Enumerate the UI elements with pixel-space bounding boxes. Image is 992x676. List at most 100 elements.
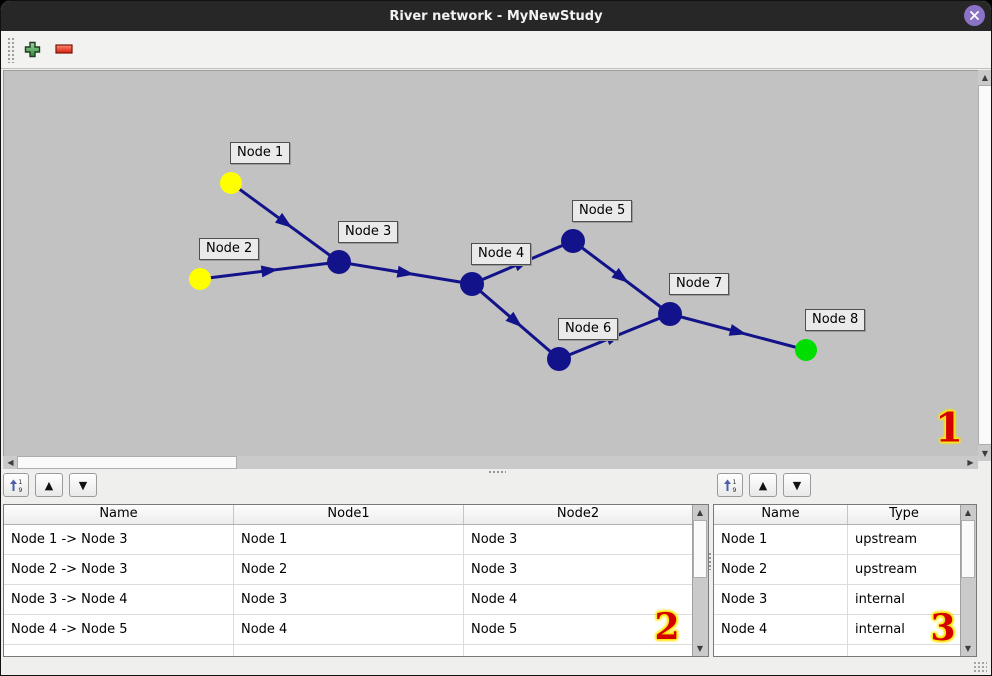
table-cell[interactable]: Node 3 (234, 585, 464, 615)
table-row[interactable] (714, 645, 961, 656)
table-cell[interactable]: Node 2 (714, 555, 848, 585)
red-minus-icon (55, 44, 73, 54)
node-label[interactable]: Node 2 (199, 238, 260, 260)
node-circle[interactable] (547, 347, 571, 371)
table-cell[interactable]: Node 3 (714, 585, 848, 615)
resize-grip[interactable] (973, 661, 987, 673)
table-cell[interactable]: upstream (848, 525, 961, 555)
canvas-vscrollbar[interactable]: ▲ ▼ (978, 70, 991, 461)
table-cell[interactable]: Node 4 (234, 615, 464, 645)
scroll-up-icon[interactable]: ▲ (964, 508, 972, 517)
toolbar-drag-handle[interactable] (7, 37, 15, 63)
svg-text:1: 1 (19, 479, 23, 486)
add-node-button[interactable] (22, 39, 42, 59)
table-cell[interactable] (4, 645, 234, 656)
annotation-number: 1 (935, 404, 963, 452)
nodes-sort-button[interactable]: 1 9 (717, 473, 743, 497)
edges-move-up-button[interactable]: ▲ (35, 473, 63, 497)
table-cell[interactable] (714, 645, 848, 656)
table-cell[interactable]: Node 1 (714, 525, 848, 555)
node-label[interactable]: Node 3 (338, 221, 399, 243)
edges-move-down-button[interactable]: ▼ (69, 473, 97, 497)
table-cell[interactable]: Node 2 (234, 555, 464, 585)
nodes-table-scrollbar[interactable]: ▲ ▼ (960, 505, 976, 656)
table-row[interactable] (4, 645, 693, 656)
vscroll-thumb[interactable] (693, 520, 707, 578)
vscroll-thumb[interactable] (961, 520, 975, 578)
table-cell[interactable]: Node 2 -> Node 3 (4, 555, 234, 585)
window-title: River network - MyNewStudy (389, 8, 603, 24)
table-cell[interactable] (234, 645, 464, 656)
node-circle[interactable] (460, 272, 484, 296)
edge-arrow-icon (611, 267, 629, 283)
close-icon (970, 11, 979, 20)
titlebar[interactable]: River network - MyNewStudy (1, 1, 991, 31)
edges-table-scrollbar[interactable]: ▲ ▼ (692, 505, 708, 656)
node-label[interactable]: Node 8 (805, 309, 866, 331)
table-cell[interactable]: Node 3 -> Node 4 (4, 585, 234, 615)
scroll-up-icon[interactable]: ▲ (981, 73, 989, 82)
table-cell[interactable]: Node 1 (234, 525, 464, 555)
table-cell[interactable]: Node 3 (464, 555, 693, 585)
node-label[interactable]: Node 7 (669, 273, 730, 295)
column-header[interactable]: Node1 (234, 505, 464, 524)
table-cell[interactable]: Node 3 (464, 525, 693, 555)
table-cell[interactable]: Node 4 (714, 615, 848, 645)
remove-node-button[interactable] (54, 39, 74, 59)
horizontal-splitter-handle[interactable] (488, 470, 506, 474)
table-cell[interactable]: Node 1 -> Node 3 (4, 525, 234, 555)
scroll-right-icon[interactable]: ▶ (967, 458, 974, 467)
column-header[interactable]: Node2 (464, 505, 693, 524)
svg-text:9: 9 (19, 487, 23, 492)
close-button[interactable] (964, 5, 985, 26)
scroll-left-icon[interactable]: ◀ (7, 458, 14, 467)
annotation-number: 2 (654, 606, 680, 648)
scroll-down-icon[interactable]: ▼ (696, 644, 704, 653)
node-circle[interactable] (561, 229, 585, 253)
hscroll-thumb[interactable] (17, 456, 237, 469)
annotation-number: 3 (930, 607, 956, 649)
table-cell[interactable]: Node 4 -> Node 5 (4, 615, 234, 645)
node-label[interactable]: Node 1 (230, 142, 291, 164)
node-circle[interactable] (795, 339, 817, 361)
node-circle[interactable] (658, 302, 682, 326)
scroll-down-icon[interactable]: ▼ (981, 449, 989, 458)
edge-arrow-icon (505, 311, 523, 328)
column-header[interactable]: Name (4, 505, 234, 524)
column-header[interactable]: Type (848, 505, 961, 524)
table-cell[interactable]: upstream (848, 555, 961, 585)
sort-ascending-icon: 1 9 (10, 479, 23, 492)
canvas-hscrollbar[interactable]: ◀ ▶ (3, 456, 978, 469)
edges-sort-button[interactable]: 1 9 (3, 473, 29, 497)
vscroll-thumb[interactable] (978, 85, 991, 445)
node-circle[interactable] (327, 250, 351, 274)
scroll-up-icon[interactable]: ▲ (696, 508, 704, 517)
node-circle[interactable] (189, 268, 211, 290)
node-label[interactable]: Node 4 (471, 243, 532, 265)
node-label[interactable]: Node 5 (572, 200, 633, 222)
vertical-splitter-handle[interactable] (708, 552, 712, 570)
node-circle[interactable] (220, 172, 242, 194)
sort-ascending-icon: 1 9 (724, 479, 737, 492)
scroll-down-icon[interactable]: ▼ (964, 644, 972, 653)
node-label[interactable]: Node 6 (558, 318, 619, 340)
main-toolbar (1, 31, 991, 69)
nodes-move-down-button[interactable]: ▼ (783, 473, 811, 497)
nodes-move-up-button[interactable]: ▲ (749, 473, 777, 497)
network-canvas[interactable]: Node 1 Node 2 Node 3 Node 4 Node 5 Node 6 Node… (3, 70, 979, 457)
down-triangle-icon: ▼ (792, 478, 802, 492)
column-header[interactable]: Name (714, 505, 848, 524)
